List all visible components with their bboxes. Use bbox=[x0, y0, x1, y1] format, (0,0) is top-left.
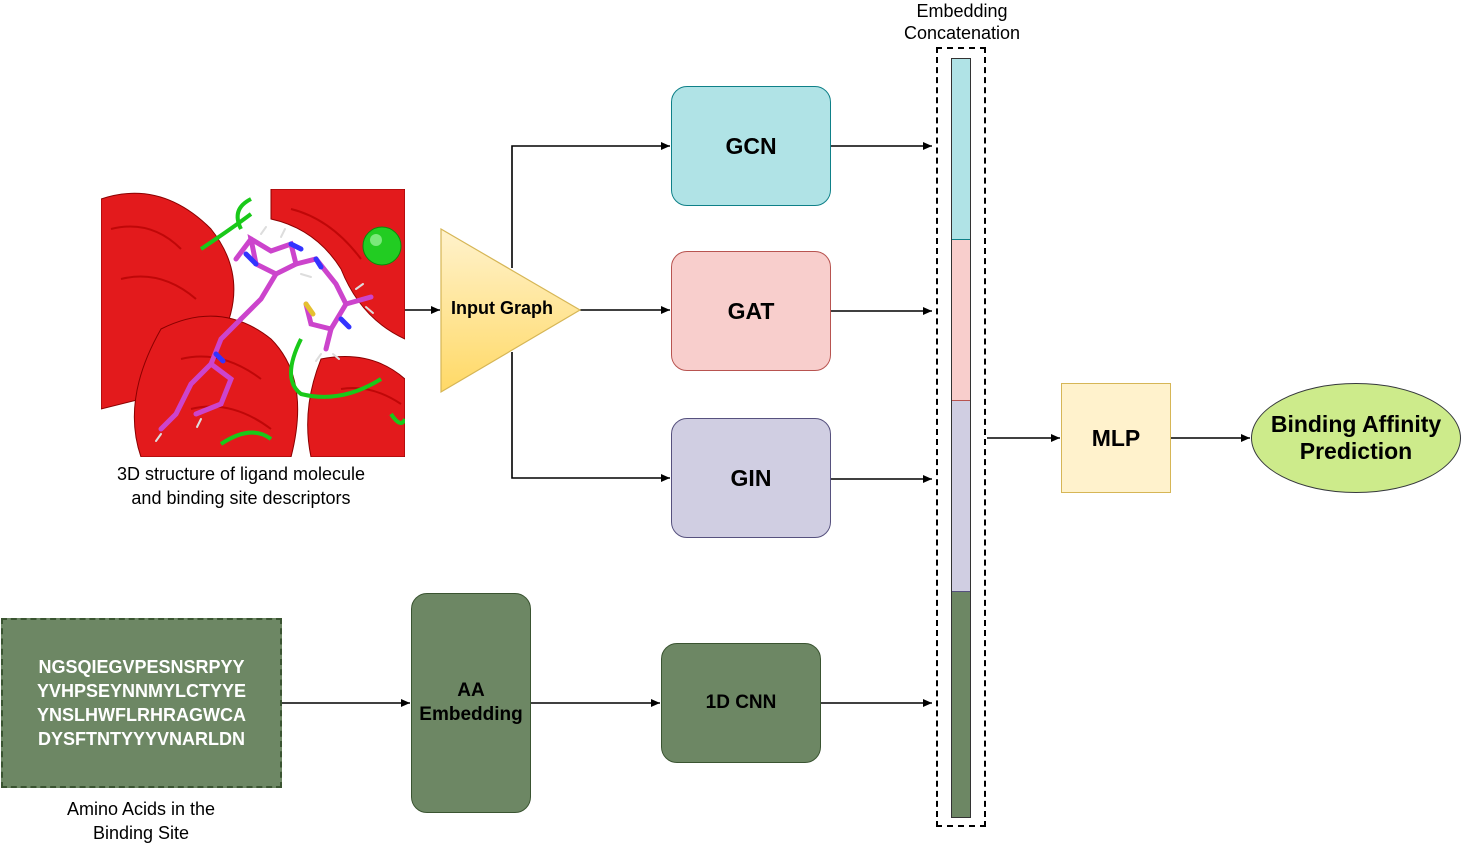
sequence-line: YNSLHWFLRHRAGWCA bbox=[37, 705, 246, 725]
amino-acid-caption-line2: Binding Site bbox=[92, 823, 190, 843]
aa-embedding-line2: Embedding bbox=[419, 704, 523, 725]
arrow-input-graph-to-gin bbox=[511, 352, 670, 482]
amino-acid-sequence-box: NGSQIEGVPESNSRPYY YVHPSEYNNMYLCTYYE YNSL… bbox=[1, 618, 282, 788]
input-graph-triangle bbox=[440, 228, 582, 394]
ligand-caption: 3D structure of ligand molecule and bind… bbox=[90, 462, 392, 510]
input-graph-label: Input Graph bbox=[451, 298, 553, 318]
cnn-box: 1D CNN bbox=[661, 643, 821, 763]
output-line1: Binding Affinity bbox=[1270, 411, 1442, 437]
mlp-label: MLP bbox=[1091, 424, 1141, 451]
aa-embedding-box: AA Embedding bbox=[411, 593, 531, 813]
concat-title: Embedding Concatenation bbox=[880, 0, 1044, 44]
concat-segment-gcn bbox=[952, 59, 970, 240]
metal-ion-sphere bbox=[362, 226, 402, 266]
mlp-box: MLP bbox=[1061, 383, 1171, 493]
concat-vector bbox=[951, 58, 971, 818]
concat-title-line2: Concatenation bbox=[903, 23, 1021, 43]
gat-box: GAT bbox=[671, 251, 831, 371]
sequence-line: NGSQIEGVPESNSRPYY bbox=[38, 657, 245, 677]
concat-dashed-frame bbox=[936, 47, 986, 827]
arrow-input-graph-to-gcn bbox=[511, 142, 670, 268]
ligand-caption-line1: 3D structure of ligand molecule bbox=[116, 464, 366, 484]
ligand-caption-line2: and binding site descriptors bbox=[131, 488, 351, 508]
output-line2: Prediction bbox=[1299, 438, 1413, 464]
binding-affinity-output: Binding Affinity Prediction bbox=[1251, 383, 1461, 493]
concat-title-line1: Embedding bbox=[916, 1, 1008, 21]
concat-segment-gat bbox=[952, 240, 970, 401]
cnn-label: 1D CNN bbox=[705, 692, 777, 713]
concat-segment-cnn bbox=[952, 592, 970, 817]
sequence-line: YVHPSEYNNMYLCTYYE bbox=[36, 681, 247, 701]
concat-segment-gin bbox=[952, 401, 970, 592]
gcn-box: GCN bbox=[671, 86, 831, 206]
gin-box: GIN bbox=[671, 418, 831, 538]
gat-label: GAT bbox=[727, 297, 775, 324]
amino-acid-caption-line1: Amino Acids in the bbox=[66, 799, 216, 819]
amino-acid-caption: Amino Acids in the Binding Site bbox=[20, 797, 262, 845]
protein-ligand-structure-image bbox=[101, 189, 405, 457]
sequence-line: DYSFTNTYYYVNARLDN bbox=[37, 729, 245, 749]
aa-embedding-line1: AA bbox=[457, 680, 485, 701]
gcn-label: GCN bbox=[725, 132, 777, 159]
gin-label: GIN bbox=[730, 464, 772, 491]
